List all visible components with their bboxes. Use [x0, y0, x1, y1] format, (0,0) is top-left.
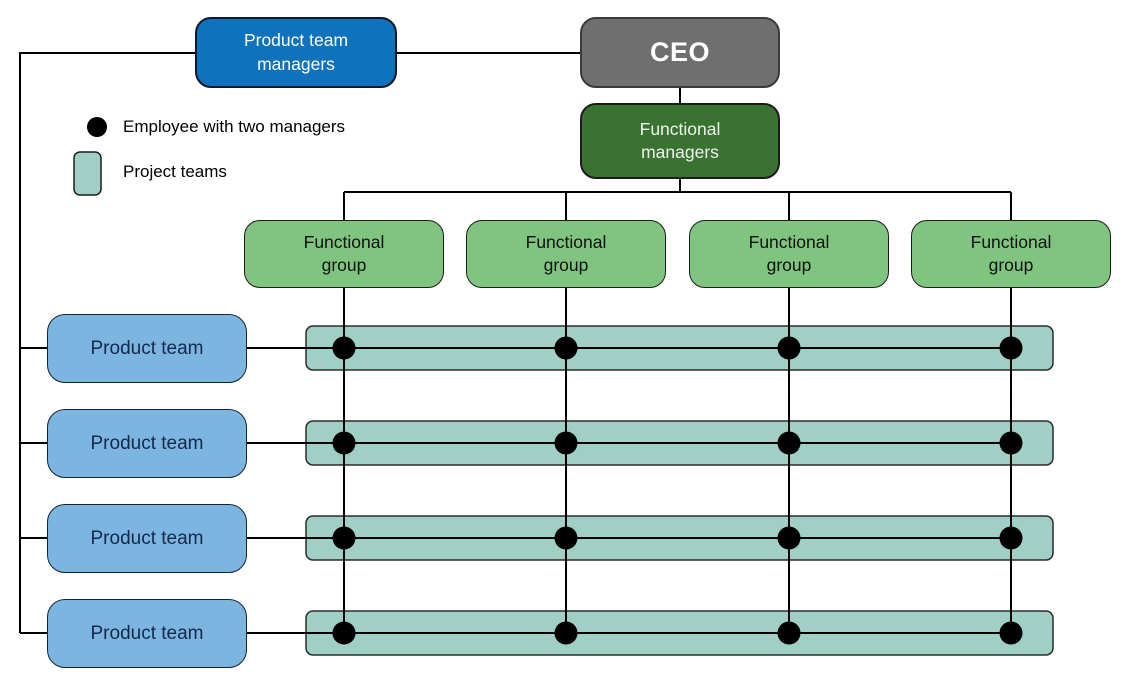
employee-dot	[777, 336, 801, 360]
node-product-team-3: Product team	[47, 504, 247, 573]
employee-dot	[554, 621, 578, 645]
employee-dot	[777, 621, 801, 645]
legend-label-project-teams: Project teams	[123, 162, 227, 181]
employee-dot	[999, 336, 1023, 360]
node-functional-managers: Functional managers	[580, 103, 780, 179]
employee-dot	[999, 431, 1023, 455]
connector-product-team-rows	[20, 347, 1011, 634]
legend-project-team-swatch-icon	[73, 151, 102, 196]
node-product-team-4: Product team	[47, 599, 247, 668]
employee-dot	[999, 621, 1023, 645]
employee-dot	[554, 336, 578, 360]
node-functional-group-4: Functional group	[911, 220, 1111, 288]
node-functional-group-2: Functional group	[466, 220, 666, 288]
employee-dot	[999, 526, 1023, 550]
connector-group-columns	[343, 288, 1012, 633]
node-product-team-2: Product team	[47, 409, 247, 478]
legend-employee-dot-icon	[87, 117, 107, 137]
node-functional-group-1: Functional group	[244, 220, 444, 288]
employee-dot	[554, 431, 578, 455]
employee-dot	[332, 526, 356, 550]
employee-dot	[777, 431, 801, 455]
connector-left-spine	[19, 52, 195, 633]
node-functional-group-3: Functional group	[689, 220, 889, 288]
employee-dot	[332, 621, 356, 645]
employee-dot	[777, 526, 801, 550]
node-ceo: CEO	[580, 17, 780, 88]
node-product-team-managers: Product team managers	[195, 17, 397, 88]
employee-dot	[332, 336, 356, 360]
connector-fm-to-groups	[343, 179, 1012, 220]
employee-dot	[554, 526, 578, 550]
node-product-team-1: Product team	[47, 314, 247, 383]
employee-dot	[332, 431, 356, 455]
employee-dot-grid	[332, 336, 1023, 645]
legend-label-employee: Employee with two managers	[123, 117, 346, 136]
